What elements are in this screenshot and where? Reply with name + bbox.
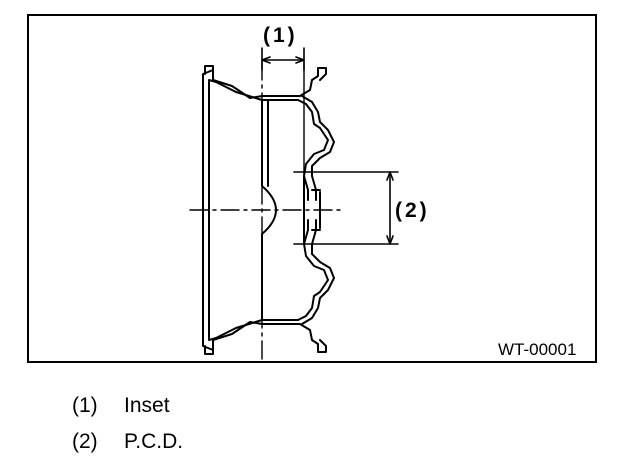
legend-label: Inset	[124, 394, 170, 417]
callout-label-1: (1)	[263, 24, 298, 47]
callout-label-2: (2)	[395, 199, 430, 222]
legend-number: (2)	[72, 430, 98, 453]
figure-frame	[27, 14, 597, 363]
legend-number: (1)	[72, 394, 98, 417]
legend-label: P.C.D.	[124, 430, 184, 453]
pcd-dimension	[293, 171, 399, 245]
figure-id: WT-00001	[498, 340, 577, 359]
legend-item: (1) Inset	[72, 394, 170, 418]
center-lines	[189, 61, 341, 361]
inset-dimension	[261, 47, 305, 71]
legend-item: (2) P.C.D.	[72, 430, 183, 454]
